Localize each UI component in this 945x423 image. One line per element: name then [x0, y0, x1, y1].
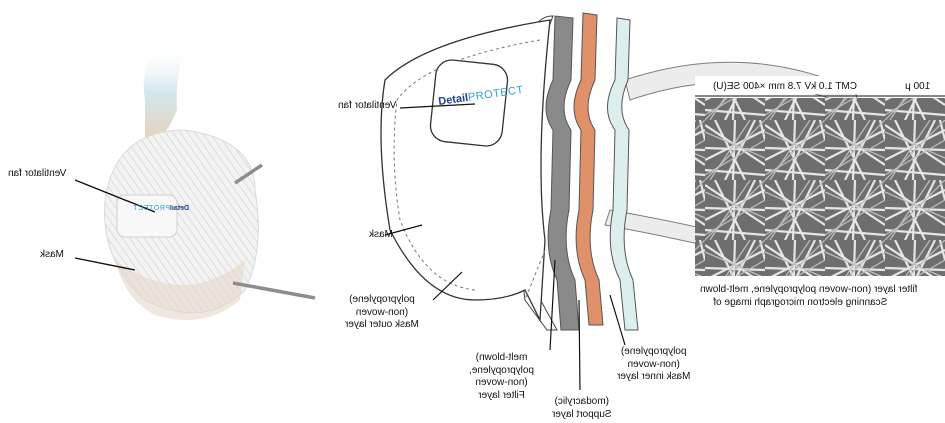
label-support-layer-line-2: (modacrylic) — [552, 396, 611, 409]
sem-header-left: CMT 1.0 kV 7.8 mm ×400 SE(U) — [713, 81, 857, 92]
label-outer-layer-line-3: polypropylene) — [345, 294, 419, 307]
brand-logo-left: DetailPROTECT — [133, 205, 189, 212]
label-filter-layer-line-3: polypropylene, — [469, 365, 534, 378]
sem-image — [695, 98, 945, 276]
label-inner-layer-line-2: (non-woven — [617, 359, 690, 372]
fan-render — [117, 195, 177, 237]
label-outer-layer: polypropylene) (non-woven Mask outer lay… — [345, 294, 419, 332]
sem-caption: filter layer (non-woven polypropylene, m… — [700, 284, 917, 309]
label-ventilator-fan-left: Ventilator fan — [8, 168, 66, 181]
label-support-layer: (modacrylic) Support layer — [552, 396, 611, 421]
label-support-layer-line-1: Support layer — [552, 409, 611, 422]
leader-support — [579, 300, 580, 390]
strap-lower-render — [233, 283, 315, 298]
sem-header-right: 100 μ — [905, 81, 930, 92]
filter-layer-band — [546, 16, 579, 330]
inner-layer-band — [608, 18, 639, 330]
label-outer-layer-line-2: (non-woven — [345, 307, 419, 320]
label-outer-layer-line-1: Mask outer layer — [345, 319, 419, 332]
label-mask: Mask — [369, 229, 393, 242]
label-inner-layer-line-1: Mask inner layer — [617, 371, 690, 384]
leader-filter — [550, 260, 555, 350]
sem-group — [695, 76, 945, 276]
label-filter-layer-line-4: melt-blown) — [469, 352, 534, 365]
sem-caption-line-2: filter layer (non-woven polypropylene, m… — [700, 284, 917, 297]
label-filter-layer-line-1: Filter layer — [469, 390, 534, 403]
mask-render-group — [75, 45, 315, 320]
label-inner-layer-line-3: polypropylene) — [617, 346, 690, 359]
label-filter-layer-line-2: (non-woven — [469, 377, 534, 390]
label-inner-layer: polypropylene) (non-woven Mask inner lay… — [617, 346, 690, 384]
label-filter-layer: melt-blown) polypropylene, (non-woven Fi… — [469, 352, 534, 402]
label-mask-left: Mask — [40, 249, 64, 262]
support-layer-band — [574, 13, 603, 325]
sem-caption-line-1: Scanning electron micrograph image of — [700, 297, 917, 310]
label-ventilator-fan: Ventilator fan — [338, 100, 396, 113]
